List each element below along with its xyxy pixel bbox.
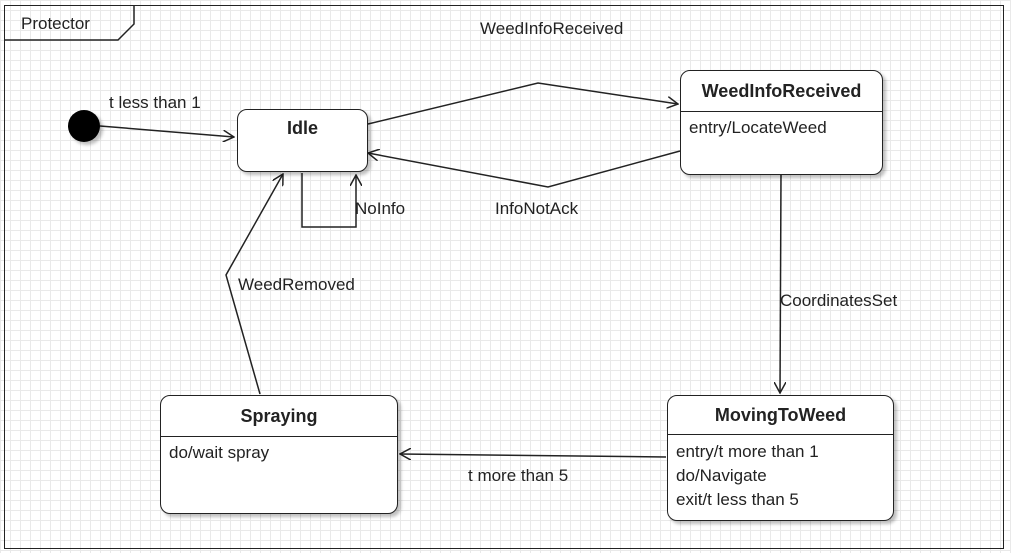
label-idle-self-loop: NoInfo [355,199,406,218]
action-line: do/wait spray [169,443,270,462]
edge-idle-self-loop [301,173,356,228]
state-spraying-actions: do/wait spray [161,436,397,469]
edge-initial-to-idle [99,125,234,137]
label-weedinforeceived-to-idle: InfoNotAck [495,199,579,218]
action-line: entry/LocateWeed [689,118,827,137]
state-idle-title: Idle [286,118,318,138]
state-idle[interactable]: Idle [237,109,368,172]
label-movingtoweed-to-spraying: t more than 5 [468,466,569,485]
frame-label: Protector [21,14,90,33]
state-weedinforeceived-title: WeedInfoReceived [701,81,862,101]
diagram-frame [4,5,1004,549]
label-idle-to-weedinforeceived: WeedInfoReceived [480,19,624,38]
initial-state-node [68,110,100,142]
action-line: entry/t more than 1 [676,442,819,461]
action-line: exit/t less than 5 [676,490,799,509]
label-initial-to-idle: t less than 1 [109,93,201,112]
state-spraying[interactable]: Spraying do/wait spray [160,395,398,514]
state-movingtoweed-title: MovingToWeed [714,405,847,425]
label-weedinforeceived-to-movingtoweed: CoordinatesSet [780,291,898,310]
edge-weedinforeceived-to-idle [368,151,681,188]
edge-spraying-to-idle [225,174,283,395]
state-spraying-title: Spraying [240,406,318,426]
frame-tab-outline [4,5,135,41]
edge-weedinforeceived-to-movingtoweed [780,174,781,393]
state-movingtoweed-actions: entry/t more than 1 do/Navigate exit/t l… [668,434,893,516]
label-spraying-to-idle: WeedRemoved [238,275,355,294]
edge-idle-to-weedinforeceived [367,82,678,125]
state-weedinforeceived[interactable]: WeedInfoReceived entry/LocateWeed [680,70,883,175]
state-weedinforeceived-actions: entry/LocateWeed [681,111,882,144]
action-line: do/Navigate [676,466,767,485]
state-movingtoweed[interactable]: MovingToWeed entry/t more than 1 do/Navi… [667,395,894,521]
edge-movingtoweed-to-spraying [400,454,667,457]
